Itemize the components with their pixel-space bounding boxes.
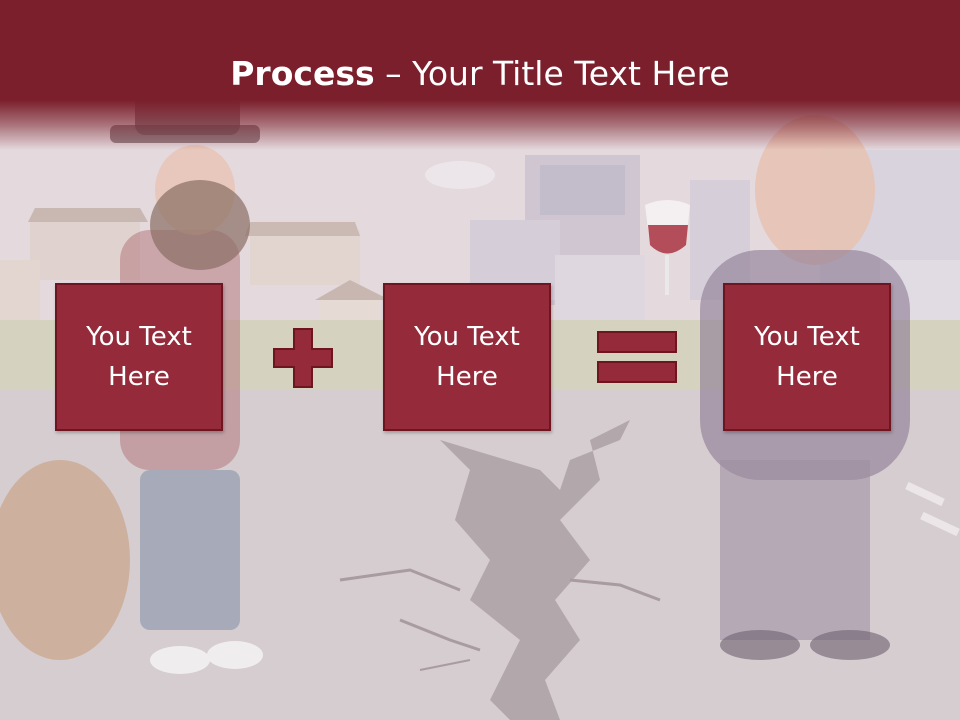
- title-rest: – Your Title Text Here: [374, 54, 730, 93]
- process-box-1-text: You Text Here: [86, 322, 192, 392]
- title-bold: Process: [230, 54, 375, 93]
- title-bar: [0, 0, 960, 150]
- equals-icon: [597, 331, 677, 383]
- process-box-1[interactable]: You Text Here: [55, 283, 223, 431]
- process-box-3[interactable]: You Text Here: [723, 283, 891, 431]
- slide-title[interactable]: Process – Your Title Text Here: [0, 52, 960, 96]
- process-box-2-text: You Text Here: [414, 322, 520, 392]
- plus-icon: [273, 328, 333, 388]
- process-box-2[interactable]: You Text Here: [383, 283, 551, 431]
- process-box-3-text: You Text Here: [754, 322, 860, 392]
